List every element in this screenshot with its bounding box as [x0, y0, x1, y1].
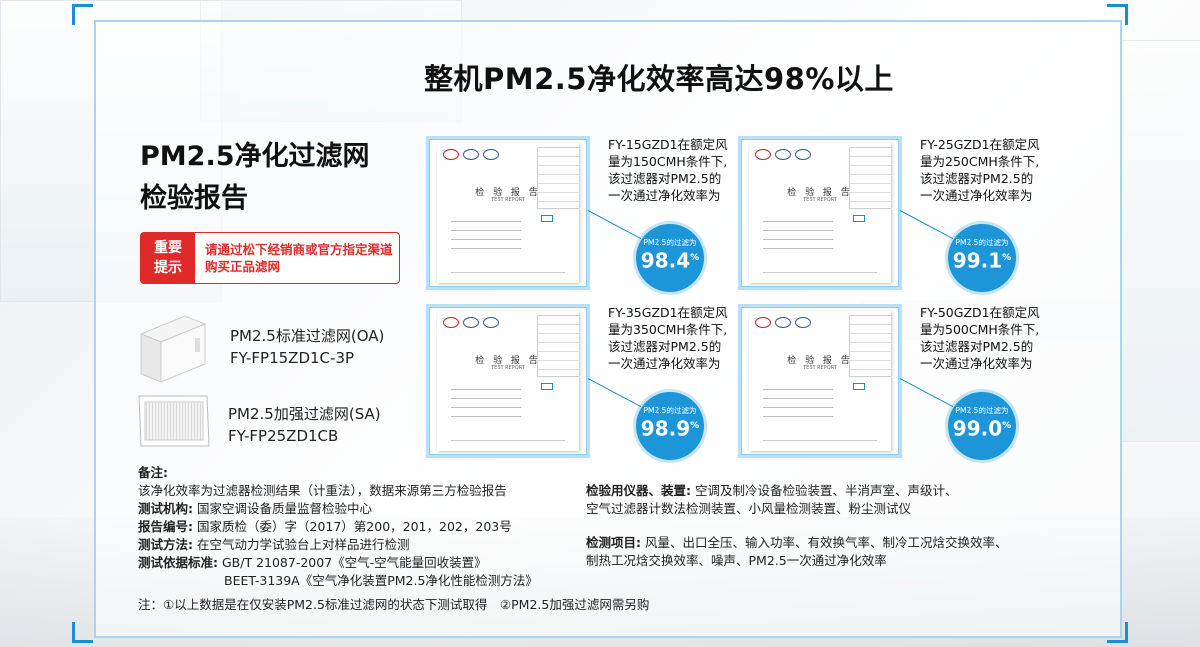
desc-line: FY-15GZD1在额定风 — [608, 137, 728, 152]
notes-right: 检验用仪器、装置: 空调及制冷设备检验装置、半消声室、声级计、 空气过滤器计数法… — [586, 482, 1008, 570]
efficiency-unit: % — [690, 253, 700, 263]
frame-corner-top-left — [72, 4, 93, 25]
efficiency-badge-3: PM2.5的过滤为 98.9% — [636, 392, 704, 460]
filter-a-info: PM2.5标准过滤网(OA) FY-FP15ZD1C-3P — [230, 325, 384, 369]
notes-value: 国家质检（委）字（2017）第200，201，202，203号 — [196, 519, 512, 534]
report-document: 检 验 报 告 TEST REPORT — [437, 143, 579, 283]
notes-label: 报告编号: — [138, 519, 193, 534]
desc-line: 量为500CMH条件下, — [920, 322, 1040, 337]
notes-value: 国家空调设备质量监督检验中心 — [196, 501, 372, 516]
efficiency-unit: % — [1002, 253, 1012, 263]
report-title: 检 验 报 告 — [787, 356, 853, 366]
efficiency-value: 99.1 — [952, 248, 1003, 273]
footnote: 注：①以上数据是在仅安装PM2.5标准过滤网的状态下测试取得 ②PM2.5加强过… — [138, 597, 650, 612]
report-document: 检 验 报 告 TEST REPORT — [437, 311, 579, 451]
notes-label: 测试机构: — [138, 501, 193, 516]
report-subtitle: TEST REPORT — [491, 365, 525, 371]
test-report-1: 检 验 报 告 TEST REPORT — [426, 136, 590, 290]
notice-badge-line2: 提示 — [154, 260, 182, 276]
frame-corner-top-right — [1107, 4, 1128, 25]
efficiency-badge-2: PM2.5的过滤为 99.1% — [948, 224, 1016, 292]
desc-line: 一次通过净化效率为 — [608, 188, 721, 203]
report-title: 检 验 报 告 — [475, 356, 541, 366]
report-title: 检 验 报 告 — [475, 188, 541, 198]
desc-line: FY-25GZD1在额定风 — [920, 137, 1040, 152]
notes-label: 测试依据标准: — [138, 555, 218, 570]
notes-header: 备注: — [138, 465, 168, 480]
desc-line: 该过滤器对PM2.5的 — [608, 339, 722, 354]
notes-label: 检验用仪器、装置: — [586, 483, 691, 498]
desc-line: 量为150CMH条件下, — [608, 154, 728, 169]
notes-value: 空气过滤器计数法检测装置、小风量检测装置、粉尘测试仪 — [586, 501, 912, 516]
frame-corner-bottom-right — [1107, 622, 1128, 643]
section-title-line1: PM2.5净化过滤网 — [140, 141, 370, 172]
desc-line: FY-35GZD1在额定风 — [608, 305, 728, 320]
notes-value: GB/T 21087-2007《空气-空气能量回收装置》 — [221, 555, 487, 570]
notice-text: 请通过松下经销商或官方指定渠道 购买正品滤网 — [195, 241, 393, 275]
efficiency-label: PM2.5的过滤为 — [643, 406, 697, 415]
report-2-desc: FY-25GZD1在额定风 量为250CMH条件下, 该过滤器对PM2.5的 一… — [920, 136, 1040, 204]
report-4-desc: FY-50GZD1在额定风 量为500CMH条件下, 该过滤器对PM2.5的 一… — [920, 304, 1040, 372]
desc-line: 一次通过净化效率为 — [608, 356, 721, 371]
notice-badge: 重要提示 — [141, 233, 195, 283]
report-subtitle: TEST REPORT — [491, 197, 525, 203]
notes-value: 空调及制冷设备检验装置、半消声室、声级计、 — [694, 483, 958, 498]
efficiency-label: PM2.5的过滤为 — [643, 238, 697, 247]
notice-box: 重要提示 请通过松下经销商或官方指定渠道 购买正品滤网 — [140, 232, 400, 284]
efficiency-badge-1: PM2.5的过滤为 98.4% — [636, 224, 704, 292]
efficiency-badge-4: PM2.5的过滤为 99.0% — [948, 392, 1016, 460]
report-title: 检 验 报 告 — [787, 188, 853, 198]
report-3-desc: FY-35GZD1在额定风 量为350CMH条件下, 该过滤器对PM2.5的 一… — [608, 304, 728, 372]
efficiency-unit: % — [1002, 421, 1012, 431]
desc-line: 一次通过净化效率为 — [920, 188, 1033, 203]
desc-line: 量为250CMH条件下, — [920, 154, 1040, 169]
desc-line: 该过滤器对PM2.5的 — [920, 339, 1034, 354]
report-1-desc: FY-15GZD1在额定风 量为150CMH条件下, 该过滤器对PM2.5的 一… — [608, 136, 728, 204]
notes-value: BEET-3139A《空气净化装置PM2.5净化性能检测方法》 — [224, 573, 538, 588]
report-subtitle: TEST REPORT — [803, 365, 837, 371]
desc-line: 该过滤器对PM2.5的 — [608, 171, 722, 186]
efficiency-value: 98.4 — [640, 248, 691, 273]
content-frame — [94, 20, 1122, 638]
efficiency-unit: % — [690, 421, 700, 431]
notes-value: 风量、出口全压、输入功率、有效换气率、制冷工况焓交换效率、 — [644, 535, 1008, 550]
section-title: PM2.5净化过滤网 检验报告 — [140, 136, 370, 220]
report-document: 检 验 报 告 TEST REPORT — [749, 143, 891, 283]
filter-a-name: PM2.5标准过滤网(OA) — [230, 327, 385, 345]
filter-b-name: PM2.5加强过滤网(SA) — [228, 405, 381, 423]
desc-line: FY-50GZD1在额定风 — [920, 305, 1040, 320]
report-subtitle: TEST REPORT — [803, 197, 837, 203]
filter-b-info: PM2.5加强过滤网(SA) FY-FP25ZD1CB — [228, 403, 381, 447]
notice-badge-line1: 重要 — [154, 240, 182, 256]
desc-line: 该过滤器对PM2.5的 — [920, 171, 1034, 186]
test-report-3: 检 验 报 告 TEST REPORT — [426, 304, 590, 458]
desc-line: 量为350CMH条件下, — [608, 322, 728, 337]
notes-left: 备注: 该净化效率为过滤器检测结果（计重法），数据来源第三方检验报告 测试机构:… — [138, 464, 538, 590]
enhanced-filter-image — [138, 395, 210, 447]
efficiency-value: 98.9 — [640, 416, 691, 441]
notes-label: 检测项目: — [586, 535, 641, 550]
section-title-line2: 检验报告 — [140, 183, 248, 214]
efficiency-label: PM2.5的过滤为 — [955, 406, 1009, 415]
notes-value: 在空气动力学试验台上对样品进行检测 — [196, 537, 410, 552]
filter-a-model: FY-FP15ZD1C-3P — [230, 349, 355, 367]
notes-value: 制热工况焓交换效率、噪声、PM2.5一次通过净化效率 — [586, 553, 887, 568]
standard-filter-image — [139, 315, 207, 383]
notice-text-line1: 请通过松下经销商或官方指定渠道 — [205, 242, 393, 257]
filter-b-model: FY-FP25ZD1CB — [228, 427, 339, 445]
efficiency-label: PM2.5的过滤为 — [955, 238, 1009, 247]
test-report-2: 检 验 报 告 TEST REPORT — [738, 136, 902, 290]
frame-corner-bottom-left — [72, 622, 93, 643]
desc-line: 一次通过净化效率为 — [920, 356, 1033, 371]
notice-text-line2: 购买正品滤网 — [205, 259, 281, 274]
efficiency-value: 99.0 — [952, 416, 1003, 441]
notes-label: 测试方法: — [138, 537, 193, 552]
report-document: 检 验 报 告 TEST REPORT — [749, 311, 891, 451]
notes-line: 该净化效率为过滤器检测结果（计重法），数据来源第三方检验报告 — [138, 483, 507, 498]
test-report-4: 检 验 报 告 TEST REPORT — [738, 304, 902, 458]
main-title: 整机PM2.5净化效率高达98%以上 — [424, 62, 894, 96]
